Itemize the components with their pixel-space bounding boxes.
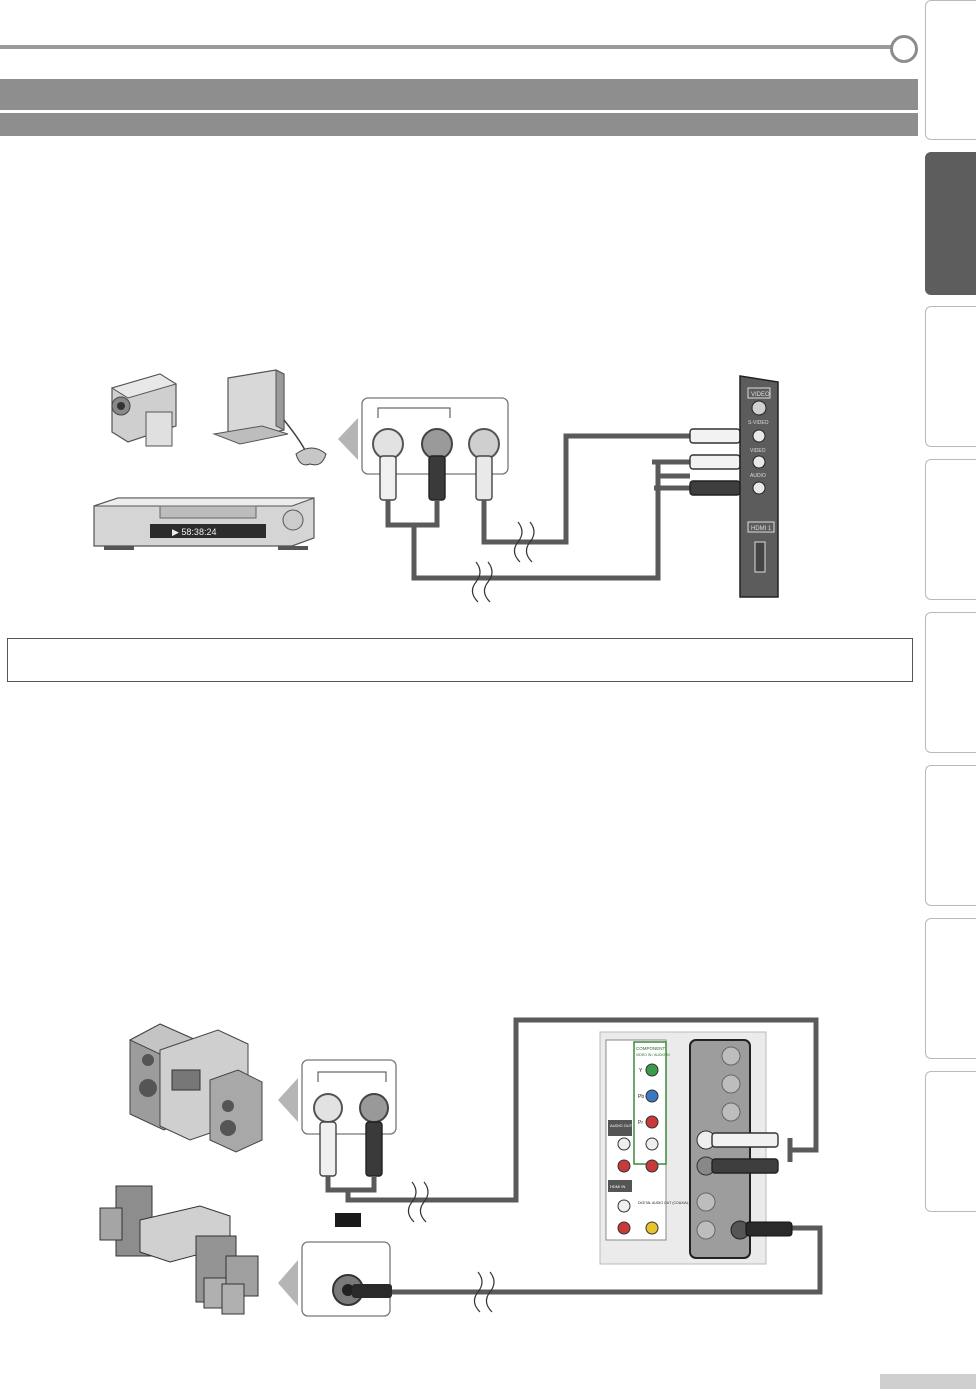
pointer-arrow-theater: [278, 1260, 298, 1306]
stereo-system-icon: [128, 1023, 263, 1153]
side-tab-7[interactable]: [925, 918, 976, 1059]
tv-side-plugs: [689, 428, 741, 496]
section-title-band: [0, 79, 918, 110]
audio-cables: [325, 1017, 823, 1295]
section-subtitle-band: [0, 113, 918, 136]
camcorder-icon: [110, 373, 178, 447]
rca-plug-red: [428, 455, 446, 501]
side-tab-8[interactable]: [925, 1071, 976, 1212]
audio-cable-break-marks: [407, 1181, 495, 1313]
black-label-marker: [335, 1213, 361, 1227]
svg-text:AUDIO OUT: AUDIO OUT: [610, 1123, 633, 1128]
page-number-tag: [880, 1374, 976, 1389]
rear-panel-plugs: [711, 1132, 793, 1237]
coaxial-jack-box: [301, 1241, 392, 1317]
game-console-icon: [212, 369, 327, 466]
svg-text:AUDIO: AUDIO: [750, 473, 766, 479]
svg-text:Pr: Pr: [638, 1120, 643, 1126]
side-tab-1[interactable]: [925, 0, 976, 140]
audio-output-connection-diagram: COMPONENT VIDEO IN / AUDIO IN Y Pb Pr AU…: [99, 1017, 823, 1317]
pointer-arrow-stereo: [278, 1078, 298, 1122]
svg-text:Y: Y: [639, 1068, 643, 1074]
home-theater-icon: [99, 1185, 259, 1315]
side-tab-3[interactable]: [925, 306, 976, 447]
side-tab-4[interactable]: [925, 459, 976, 600]
svg-text:COMPONENT: COMPONENT: [636, 1046, 666, 1051]
vcr-icon: ▶ 58:38:24: [93, 497, 315, 550]
tv-rear-panel: COMPONENT VIDEO IN / AUDIO IN Y Pb Pr AU…: [599, 1031, 767, 1265]
pointer-arrow: [338, 418, 358, 460]
side-tab-5[interactable]: [925, 612, 976, 753]
side-tab-2-active[interactable]: [925, 152, 976, 295]
rca-plug-red-audio: [365, 1121, 383, 1177]
rca-plug-yellow: [475, 455, 493, 501]
svg-text:HDMI IN: HDMI IN: [610, 1184, 625, 1189]
av-input-connection-diagram: ▶ 58:38:24 VIDEO: [93, 369, 779, 603]
svg-text:DIGITAL AUDIO OUT (COAXIAL): DIGITAL AUDIO OUT (COAXIAL): [638, 1201, 690, 1205]
svg-text:Pb: Pb: [638, 1094, 644, 1100]
svg-text:VIDEO: VIDEO: [751, 392, 770, 398]
note-box: [7, 638, 913, 682]
svg-text:VIDEO IN / AUDIO IN: VIDEO IN / AUDIO IN: [636, 1053, 670, 1057]
rca-plug-white: [379, 455, 397, 501]
rca-plug-white-audio: [319, 1121, 337, 1177]
jack-box: [361, 397, 509, 475]
tv-side-panel: VIDEO S-VIDEO VIDEO AUDIO HDMI 1: [739, 375, 779, 598]
cable-break-marks: [471, 521, 535, 603]
header-circle: [890, 35, 918, 63]
svg-text:VIDEO: VIDEO: [750, 448, 766, 454]
header-rule: [0, 45, 892, 49]
svg-text:HDMI 1: HDMI 1: [751, 526, 772, 532]
vcr-display: ▶ 58:38:24: [172, 527, 216, 537]
svg-text:S-VIDEO: S-VIDEO: [748, 420, 769, 426]
side-tab-6[interactable]: [925, 765, 976, 906]
analog-jack-box: [301, 1059, 397, 1135]
